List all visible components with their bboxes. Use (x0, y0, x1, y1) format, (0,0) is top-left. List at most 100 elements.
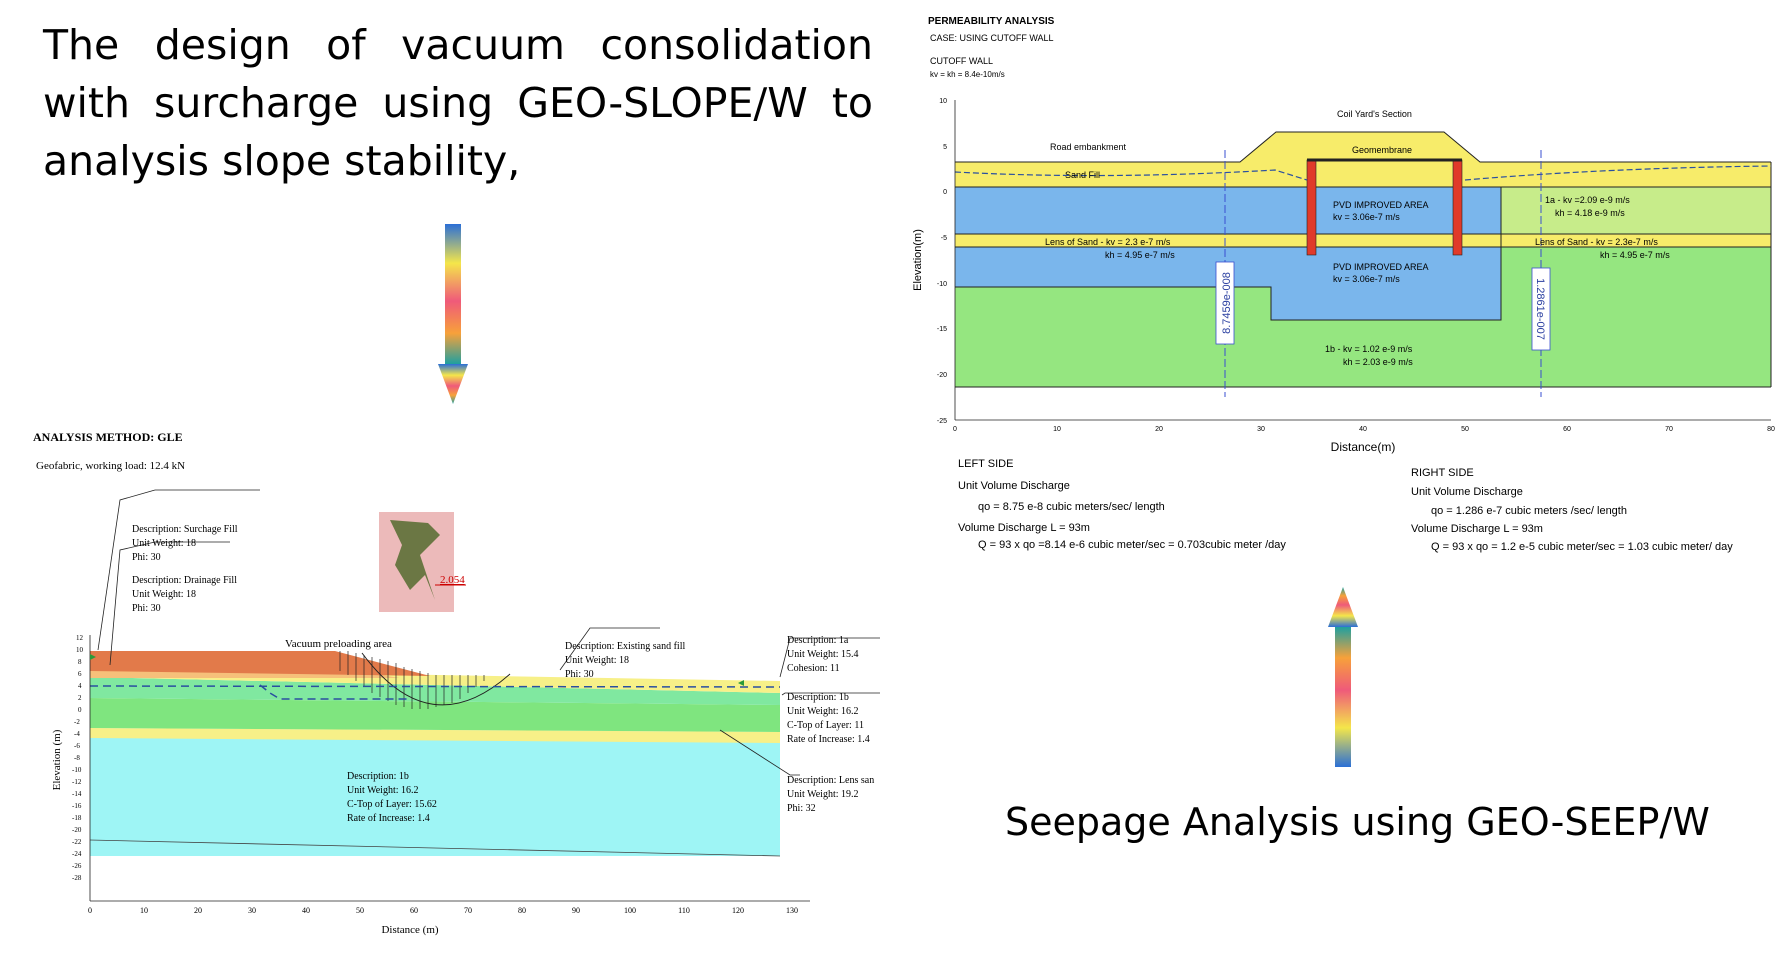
svg-text:-2: -2 (74, 718, 80, 726)
slip-centers (390, 520, 440, 600)
svg-text:0: 0 (78, 706, 82, 714)
sand-fill-label: Sand Fill (1065, 170, 1100, 180)
left-side-results: LEFT SIDE Unit Volume Discharge qo = 8.7… (958, 458, 1286, 551)
svg-text:-28: -28 (72, 874, 82, 882)
svg-text:60: 60 (410, 906, 418, 915)
svg-text:8: 8 (78, 658, 82, 666)
svg-text:-10: -10 (72, 766, 82, 774)
svg-text:10: 10 (939, 98, 947, 105)
svg-text:Phi: 32: Phi: 32 (787, 803, 816, 814)
svg-text:-24: -24 (72, 850, 82, 858)
svg-text:-22: -22 (72, 838, 82, 846)
svg-text:Description: 1b: Description: 1b (347, 771, 409, 782)
seep-case: CASE: USING CUTOFF WALL (930, 33, 1054, 43)
layer-lens-sand (90, 728, 780, 743)
svg-text:-16: -16 (72, 802, 82, 810)
slope-x-axis-label: Distance (m) (381, 924, 438, 936)
svg-text:0: 0 (88, 906, 92, 915)
svg-text:5: 5 (943, 144, 947, 151)
pvd1-k: kv = 3.06e-7 m/s (1333, 212, 1400, 222)
layer-1a-kv: 1a - kv =2.09 e-9 m/s (1545, 195, 1630, 205)
geomembrane-label: Geomembrane (1352, 145, 1412, 155)
note-layer-1b-right: Description: 1b Unit Weight: 16.2 C-Top … (787, 692, 870, 745)
svg-text:Description: Drainage Fill: Description: Drainage Fill (132, 575, 237, 586)
svg-text:-20: -20 (937, 372, 947, 379)
seep-layer-1a-left (955, 187, 1271, 234)
cutoff-k: kv = kh = 8.4e-10m/s (930, 70, 1005, 79)
vacuum-zone-hatch (339, 651, 485, 709)
svg-text:Phi: 30: Phi: 30 (132, 603, 161, 614)
svg-text:-26: -26 (72, 862, 82, 870)
embankment-label: Road embankment (1050, 142, 1127, 152)
svg-text:0: 0 (953, 426, 957, 433)
svg-text:-14: -14 (72, 790, 82, 798)
svg-text:-8: -8 (74, 754, 80, 762)
svg-text:qo = 8.75 e-8 cubic meters/sec: qo = 8.75 e-8 cubic meters/sec/ length (978, 501, 1165, 513)
svg-text:Description: 1b: Description: 1b (787, 692, 849, 703)
note-layer-1b-bottom: Description: 1b Unit Weight: 16.2 C-Top … (347, 771, 437, 824)
note-existing-sand-fill: Description: Existing sand fill Unit Wei… (565, 641, 685, 680)
svg-text:80: 80 (518, 906, 526, 915)
layer-1a (90, 677, 780, 705)
svg-text:12: 12 (76, 634, 84, 642)
layer-1b-bottom (90, 738, 780, 856)
cutoff-wall-left (1306, 159, 1317, 256)
svg-text:40: 40 (1359, 426, 1367, 433)
lens-right-label: Lens of Sand - kv = 2.3e-7 m/s (1535, 237, 1658, 247)
note-lens-sand: Description: Lens san Unit Weight: 19.2 … (787, 775, 874, 814)
svg-text:-18: -18 (72, 814, 82, 822)
svg-text:Rate of Increase: 1.4: Rate of Increase: 1.4 (787, 734, 870, 745)
svg-text:10: 10 (1053, 426, 1061, 433)
svg-text:40: 40 (302, 906, 310, 915)
svg-text:Unit Volume Discharge: Unit Volume Discharge (1411, 486, 1523, 498)
svg-text:4: 4 (78, 682, 82, 690)
svg-text:qo = 1.286 e-7 cubic meters /s: qo = 1.286 e-7 cubic meters /sec/ length (1431, 505, 1627, 517)
x-axis-ticks: 0 10 20 30 40 50 60 70 80 90 100 110 120… (88, 906, 798, 915)
svg-text:Unit Weight: 16.2: Unit Weight: 16.2 (787, 706, 859, 717)
svg-text:10: 10 (76, 646, 84, 654)
svg-text:50: 50 (356, 906, 364, 915)
up-arrow-icon (1328, 587, 1358, 767)
svg-text:70: 70 (1665, 426, 1673, 433)
svg-text:70: 70 (464, 906, 472, 915)
svg-text:Unit Volume Discharge: Unit Volume Discharge (958, 480, 1070, 492)
svg-text:6: 6 (78, 670, 82, 678)
right-title: Seepage Analysis using GEO-SEEP/W (1005, 800, 1710, 844)
svg-text:Rate of Increase: 1.4: Rate of Increase: 1.4 (347, 813, 430, 824)
note-surcharge-fill: Description: Surchage Fill Unit Weight: … (132, 524, 238, 563)
svg-text:-20: -20 (72, 826, 82, 834)
svg-text:-5: -5 (941, 235, 947, 242)
seep-x-ticks: 0 10 20 30 40 50 60 70 80 (953, 426, 1775, 433)
svg-text:2: 2 (78, 694, 82, 702)
svg-text:Volume Discharge L = 93m: Volume Discharge L = 93m (1411, 523, 1543, 535)
left-title: The design of vacuum consolidation with … (43, 21, 873, 185)
svg-text:-12: -12 (72, 778, 82, 786)
layer-surcharge-fill (90, 651, 430, 676)
svg-text:0: 0 (943, 189, 947, 196)
svg-text:Unit Weight: 15.4: Unit Weight: 15.4 (787, 649, 859, 660)
svg-text:Q = 93 x qo = 1.2 e-5 cubic me: Q = 93 x qo = 1.2 e-5 cubic meter/sec = … (1431, 541, 1733, 553)
svg-text:Q = 93 x qo =8.14 e-6 cubic me: Q = 93 x qo =8.14 e-6 cubic meter/sec = … (978, 539, 1286, 551)
critical-slip-surface (361, 652, 511, 706)
flux-value-right: 1.2861e-007 (1534, 278, 1546, 340)
cutoff-label: CUTOFF WALL (930, 56, 993, 66)
svg-text:-10: -10 (937, 281, 947, 288)
pvd2-k: kv = 3.06e-7 m/s (1333, 274, 1400, 284)
water-marker-right-icon (738, 680, 744, 686)
svg-text:C-Top of Layer: 11: C-Top of Layer: 11 (787, 720, 864, 731)
svg-text:20: 20 (194, 906, 202, 915)
geofabric-label: Geofabric, working load: 12.4 kN (36, 460, 185, 472)
seep-y-ticks: 10 5 0 -5 -10 -15 -20 -25 (937, 98, 947, 425)
down-arrow-icon (438, 224, 468, 404)
svg-text:-15: -15 (937, 326, 947, 333)
svg-text:C-Top of Layer: 15.62: C-Top of Layer: 15.62 (347, 799, 437, 810)
svg-text:LEFT SIDE: LEFT SIDE (958, 458, 1013, 470)
section-label: Coil Yard's Section (1337, 109, 1412, 119)
analysis-method-label: ANALYSIS METHOD: GLE (33, 430, 183, 444)
vacuum-area-label: Vacuum preloading area (285, 638, 392, 650)
svg-text:Description: 1a: Description: 1a (787, 635, 849, 646)
lens-of-sand (955, 234, 1771, 247)
svg-text:90: 90 (572, 906, 580, 915)
svg-text:100: 100 (624, 906, 636, 915)
factor-of-safety: 2.054 (440, 574, 465, 586)
